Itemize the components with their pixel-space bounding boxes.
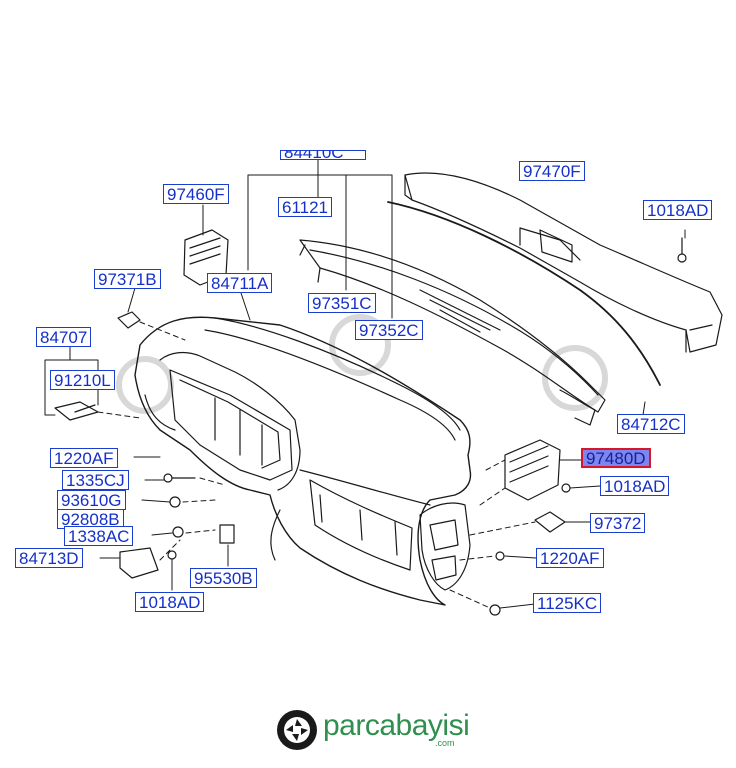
part-label-1335CJ[interactable]: 1335CJ — [62, 470, 129, 490]
part-label-84713D[interactable]: 84713D — [15, 548, 83, 568]
part-label-1220AF-left[interactable]: 1220AF — [50, 448, 118, 468]
part-label-91210L[interactable]: 91210L — [50, 370, 115, 390]
part-label-84712C[interactable]: 84712C — [617, 414, 685, 434]
part-label-1018AD-bottom[interactable]: 1018AD — [135, 592, 205, 612]
part-label-97352C[interactable]: 97352C — [355, 320, 423, 340]
part-label-97470F[interactable]: 97470F — [519, 161, 585, 181]
parcabayisi-logo: parcabayisi .com — [275, 705, 475, 755]
logo-text: parcabayisi — [323, 709, 470, 742]
part-label-1125KC[interactable]: 1125KC — [533, 593, 602, 613]
part-label-93610G[interactable]: 93610G — [57, 490, 126, 510]
part-label-1018AD-right[interactable]: 1018AD — [600, 476, 670, 496]
part-label-1220AF-right[interactable]: 1220AF — [536, 548, 604, 568]
part-label-61121[interactable]: 61121 — [278, 197, 333, 217]
part-label-1338AC[interactable]: 1338AC — [64, 526, 134, 546]
part-label-1018AD-top[interactable]: 1018AD — [643, 200, 713, 220]
part-label-97460F[interactable]: 97460F — [163, 184, 229, 204]
logo-domain: .com — [435, 738, 455, 748]
aperture-icon — [277, 710, 317, 750]
part-label-84410C[interactable]: 84410C — [280, 150, 366, 160]
part-label-97480D-selected[interactable]: 97480D — [581, 448, 651, 468]
part-label-95530B[interactable]: 95530B — [190, 568, 257, 588]
part-label-84711A[interactable]: 84711A — [207, 273, 273, 293]
part-label-97371B[interactable]: 97371B — [94, 269, 161, 289]
part-label-97351C[interactable]: 97351C — [308, 293, 376, 313]
part-label-84707[interactable]: 84707 — [36, 327, 92, 347]
part-label-97372[interactable]: 97372 — [590, 513, 646, 533]
